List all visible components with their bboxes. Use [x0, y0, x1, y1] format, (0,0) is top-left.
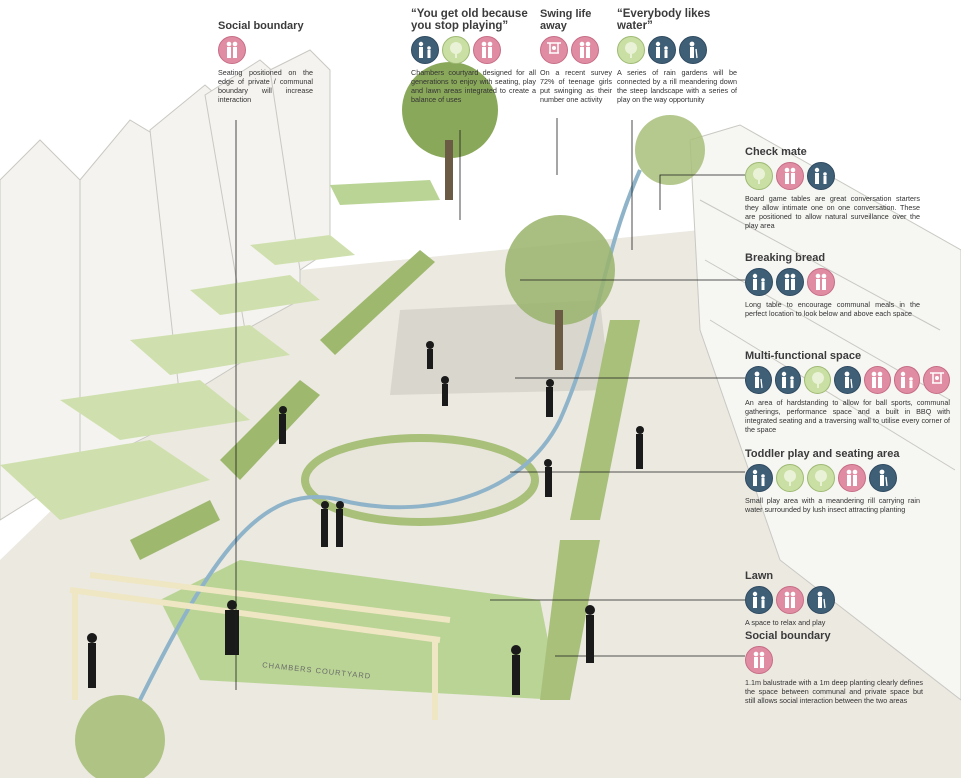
left-hedge	[130, 250, 435, 560]
pink-swing-icon	[923, 366, 951, 394]
pink-couple-icon	[218, 36, 246, 64]
annotation-title: “You get old because you stop playing”	[411, 8, 528, 32]
pergola	[69, 572, 451, 720]
annotation-text: 1.1m balustrade with a 1m deep planting …	[745, 678, 923, 705]
pink-family-icon	[893, 366, 921, 394]
annotation-icons	[745, 464, 920, 492]
annotation-text: An area of hardstanding to allow for bal…	[745, 398, 950, 434]
pink-couple-icon	[571, 36, 599, 64]
right-planting	[540, 320, 640, 700]
annotation-title: Social boundary	[745, 630, 831, 642]
lime-tree-icon	[442, 36, 470, 64]
pink-swing-icon	[540, 36, 568, 64]
annotation-text: A space to relax and play	[745, 618, 826, 627]
annotation-icons	[745, 646, 923, 674]
annotation-icons	[411, 36, 536, 64]
annotation-icons	[540, 36, 612, 64]
annotation-icons	[745, 586, 920, 614]
annotation-text: Small play area with a meandering rill c…	[745, 496, 920, 514]
pink-couple-icon	[745, 646, 773, 674]
annotation-title: Breaking bread	[745, 252, 826, 264]
annotation-icons	[617, 36, 737, 64]
navy-family-icon	[807, 162, 835, 190]
lime-tree-icon	[745, 162, 773, 190]
pink-couple-icon	[863, 366, 891, 394]
annotation-text: Seating positioned on the edge of privat…	[218, 68, 313, 104]
leader-lines	[235, 118, 745, 690]
navy-family-icon	[648, 36, 676, 64]
annotation-title: Multi-functional space	[745, 350, 862, 362]
annotation-icons	[745, 162, 920, 190]
annotation-title: Social boundary	[218, 20, 304, 32]
annotation-likes-water: “Everybody likes water” A series of rain …	[617, 8, 737, 104]
pink-couple-icon	[473, 36, 501, 64]
annotation-stop-playing: “You get old because you stop playing” Ch…	[411, 8, 536, 104]
people	[87, 341, 644, 695]
annotation-title: Check mate	[745, 146, 807, 158]
lime-tree-icon	[807, 464, 835, 492]
navy-elder-icon	[834, 366, 861, 394]
lime-tree-icon	[617, 36, 645, 64]
pink-couple-icon	[838, 464, 866, 492]
annotation-icons	[745, 366, 951, 394]
navy-family-icon	[411, 36, 439, 64]
navy-elder-icon	[807, 586, 835, 614]
navy-family-icon	[745, 464, 773, 492]
annotation-swing-life: Swing life away On a recent survey 72% of…	[540, 8, 612, 104]
upper-lawn	[330, 180, 440, 205]
annotation-text: On a recent survey 72% of teenage girls …	[540, 68, 612, 104]
navy-family-icon	[745, 586, 773, 614]
annotation-social-boundary-bottom: Social boundary 1.1m balustrade with a 1m…	[745, 630, 923, 705]
annotation-title: Swing life away	[540, 8, 592, 32]
annotation-text: Chambers courtyard designed for all gene…	[411, 68, 536, 104]
pink-couple-icon	[776, 586, 804, 614]
annotation-text: Long table to encourage communal meals i…	[745, 300, 920, 318]
annotation-title: “Everybody likes water”	[617, 8, 711, 32]
annotation-text: Board game tables are great conversation…	[745, 194, 920, 230]
navy-family-icon	[774, 366, 802, 394]
pink-couple-icon	[807, 268, 835, 296]
annotation-lawn: Lawn A space to relax and play	[745, 570, 920, 627]
left-garden-terraces	[0, 235, 355, 520]
annotation-text: A series of rain gardens will be connect…	[617, 68, 737, 104]
navy-couple-icon	[776, 268, 804, 296]
pink-couple-icon	[776, 162, 804, 190]
annotation-icons	[218, 36, 313, 64]
navy-elder-icon	[745, 366, 772, 394]
annotation-title: Lawn	[745, 570, 774, 582]
navy-elder-icon	[869, 464, 897, 492]
trees	[75, 62, 705, 778]
annotation-title: Toddler play and seating area	[745, 448, 900, 460]
annotation-multi-functional: Multi-functional space An area of hardsta…	[745, 350, 951, 434]
annotation-icons	[745, 268, 920, 296]
navy-family-icon	[745, 268, 773, 296]
left-houses	[0, 49, 331, 521]
navy-elder-icon	[679, 36, 707, 64]
lime-tree-icon	[776, 464, 804, 492]
lime-tree-icon	[804, 366, 832, 394]
toddler-play-area	[301, 434, 539, 526]
